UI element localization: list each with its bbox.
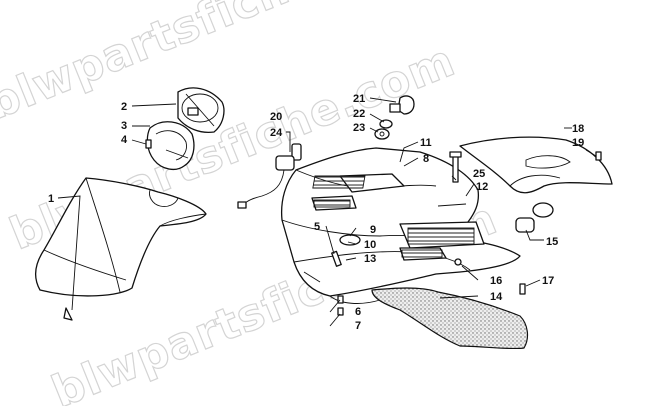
callout-18: 18: [572, 123, 584, 135]
callout-17: 17: [542, 275, 554, 287]
gauge-housing-part: [177, 87, 225, 134]
callout-21: 21: [353, 93, 365, 105]
floor-mat-part: [371, 287, 529, 350]
screw-4-part: [145, 139, 152, 149]
callout-labels: 1 2 3 4 5 6 7 8 9 10 11 12 13 14 15 16 1…: [48, 93, 584, 332]
callout-9: 9: [370, 224, 376, 236]
callout-1: 1: [48, 193, 54, 205]
leader-lines: [57, 97, 597, 327]
callout-7: 7: [355, 320, 361, 332]
knob-part: [515, 202, 554, 233]
callout-20: 20: [270, 111, 282, 123]
callout-23: 23: [353, 122, 365, 134]
callout-15: 15: [546, 236, 558, 248]
callout-4: 4: [121, 134, 128, 146]
front-cover-part: [34, 177, 207, 297]
callout-6: 6: [355, 306, 361, 318]
small-hardware: [63, 250, 526, 321]
callout-14: 14: [490, 291, 503, 303]
harness-part: [237, 143, 302, 209]
callout-12: 12: [476, 181, 488, 193]
callout-11: 11: [420, 137, 432, 149]
callout-16: 16: [490, 275, 502, 287]
callout-10: 10: [364, 239, 376, 251]
callout-25: 25: [473, 168, 485, 180]
key-switch-part: [374, 95, 415, 140]
console-body-part: [280, 147, 521, 304]
callout-13: 13: [364, 253, 376, 265]
callout-19: 19: [572, 137, 584, 149]
bolt-25-part: [449, 151, 462, 183]
callout-22: 22: [353, 108, 365, 120]
callout-5: 5: [314, 221, 320, 233]
callout-3: 3: [121, 120, 127, 132]
gauge-bezel-part: [146, 121, 195, 171]
callout-24: 24: [270, 127, 283, 139]
callout-2: 2: [121, 101, 127, 113]
callout-8: 8: [423, 153, 429, 165]
